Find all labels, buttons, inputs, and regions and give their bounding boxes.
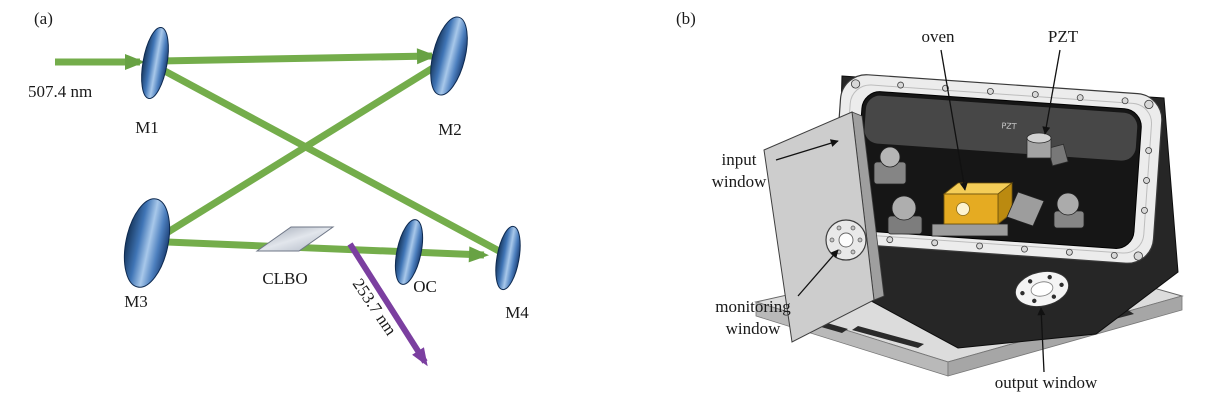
panel-b-tag: (b) xyxy=(676,9,696,28)
output-window-arrow xyxy=(1037,307,1046,373)
input-window-label-line1: input xyxy=(722,150,757,169)
cavity-beams xyxy=(55,48,501,367)
mirror-m3-label: M3 xyxy=(124,292,148,311)
side-plate-face xyxy=(763,111,875,343)
oven-base xyxy=(931,223,1009,237)
oven-label: oven xyxy=(921,27,955,46)
beam-m1-to-m4 xyxy=(159,65,501,255)
mirror-m3 xyxy=(123,198,171,288)
pzt-actuator xyxy=(1026,132,1069,167)
pzt-label: PZT xyxy=(1048,27,1079,46)
output-window-label: output window xyxy=(995,373,1098,392)
panel-b: (b) PZT xyxy=(676,9,1184,392)
input-wavelength-label: 507.4 nm xyxy=(28,82,92,101)
mirror-m4 xyxy=(495,225,521,291)
oven-body xyxy=(943,193,999,225)
input-window-arrow xyxy=(775,139,839,161)
mirror-mount-left-bottom xyxy=(887,195,923,235)
mirror-m4-label: M4 xyxy=(505,303,529,322)
monitoring-window-label-line2: window xyxy=(726,319,782,338)
panel-a-labels: 507.4 nm M1 M2 M3 CLBO OC M4 253.7 nm xyxy=(28,82,529,339)
mirror-m1 xyxy=(141,26,169,100)
prism-mount xyxy=(1006,191,1045,227)
mirror-m2-label: M2 xyxy=(438,120,462,139)
monitoring-window-arrow xyxy=(797,249,839,297)
engraved-pzt-label: PZT xyxy=(1001,121,1017,131)
beam-m3-to-m4 xyxy=(166,238,489,263)
pzt-arrow xyxy=(1042,49,1061,135)
side-plate xyxy=(763,111,885,343)
clbo-label: CLBO xyxy=(262,269,307,288)
mirror-m2 xyxy=(430,16,468,96)
cavity-mirrors xyxy=(123,16,521,291)
output-window-port xyxy=(1014,270,1070,308)
input-window-label-line2: window xyxy=(712,172,768,191)
oven-arrow xyxy=(940,49,968,191)
monitoring-window-label-line1: monitoring xyxy=(715,297,791,316)
cavity-components xyxy=(873,132,1085,237)
cavity-back-wall xyxy=(864,95,1138,161)
output-coupler-mirror xyxy=(394,219,424,285)
uv-output-beam xyxy=(347,242,428,367)
mirror-mount-right xyxy=(1053,192,1085,229)
panel-a-tag: (a) xyxy=(34,9,53,28)
mirror-m1-label: M1 xyxy=(135,118,159,137)
oven-bore xyxy=(956,202,970,216)
clbo-crystal xyxy=(255,226,335,252)
output-coupler-label: OC xyxy=(413,277,437,296)
mirror-mount-left-top xyxy=(873,146,907,185)
monitoring-window-port xyxy=(825,219,867,261)
base-slot-center xyxy=(852,326,924,348)
beam-m1-to-m2 xyxy=(159,48,437,65)
panel-a: (a) 507.4 nm M1 M2 M3 CLBO OC M4 xyxy=(28,9,529,367)
beam-m2-to-m3 xyxy=(158,60,443,240)
panel-b-labels: oven PZT input window monitoring window … xyxy=(712,27,1098,392)
annotation-arrows xyxy=(775,49,1061,373)
